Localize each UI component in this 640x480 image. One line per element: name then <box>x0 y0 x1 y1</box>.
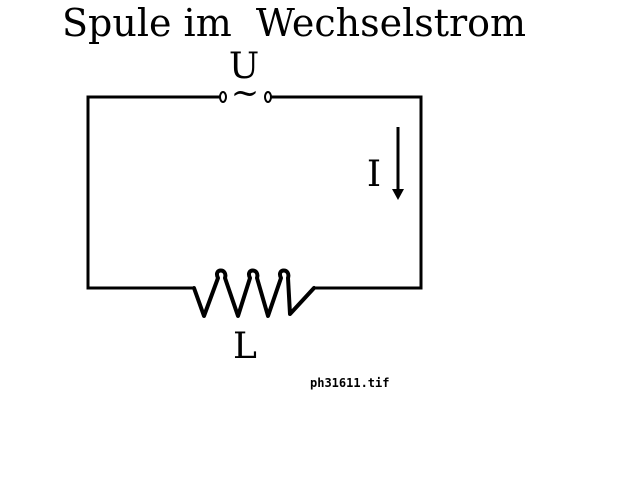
circuit-wires <box>86 95 423 290</box>
source-terminal-left <box>219 91 227 103</box>
diagram-title: Spule im Wechselstrom <box>62 1 526 45</box>
coil-icon <box>192 268 316 318</box>
wire-right-top <box>270 95 423 290</box>
inductor-label: L <box>233 326 257 367</box>
wire-left-top <box>86 95 222 290</box>
file-name: ph31611.tif <box>310 376 389 390</box>
ac-source-icon: ~ <box>219 73 272 113</box>
source-terminal-right <box>264 91 272 103</box>
current-label: I <box>367 154 381 195</box>
ac-source-symbol: ~ <box>231 73 260 113</box>
voltage-label: U <box>229 46 259 87</box>
arrow-down-icon <box>392 127 404 200</box>
coil-winding <box>192 268 316 318</box>
